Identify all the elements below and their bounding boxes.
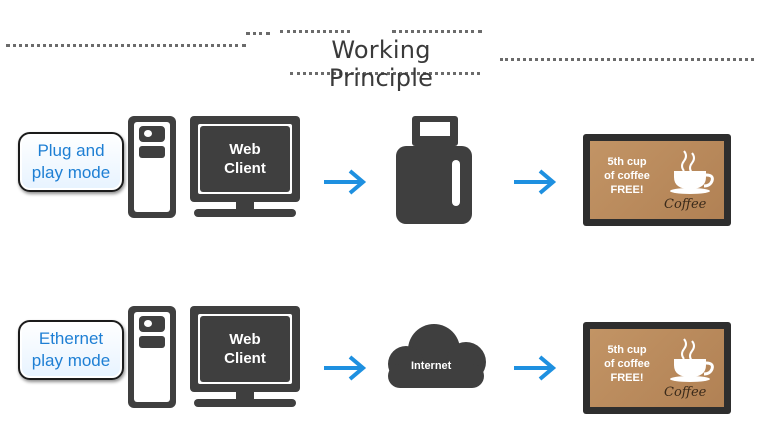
arrow-right-icon: [514, 169, 557, 195]
mode-label-text: Ethernet play mode: [31, 329, 111, 370]
arrow-right-icon: [514, 355, 557, 381]
brand-text: Coffee: [664, 197, 707, 212]
mode-label-text: Plug and play mode: [31, 141, 111, 182]
monitor-base: [194, 209, 296, 217]
coffee-cup-icon: [670, 338, 714, 382]
monitor-stand: [236, 392, 254, 400]
header-dotted-line-top-right: [392, 30, 482, 33]
coffee-ad: 5th cup of coffee FREE! Coffee: [590, 141, 724, 219]
pc-tower-icon: [128, 306, 176, 408]
pc-tower-icon: [128, 116, 176, 218]
web-client-label: Web Client: [224, 331, 266, 367]
header-dotted-line-left: [6, 44, 246, 47]
arrow-right-icon: [324, 169, 367, 195]
coffee-cup-icon: [670, 150, 714, 194]
monitor-icon: Web Client: [190, 306, 300, 392]
promo-text: 5th cup of coffee FREE!: [604, 156, 650, 196]
header-dotted-line-left-riser: [246, 32, 270, 35]
header-dotted-line-bottom: [290, 72, 480, 75]
brand-text: Coffee: [664, 385, 707, 400]
header-dotted-line-right: [500, 58, 754, 61]
internet-label: Internet: [411, 360, 452, 372]
page-title: Working Principle: [328, 36, 434, 92]
web-client-label: Web Client: [224, 141, 266, 177]
monitor-icon: Web Client: [190, 116, 300, 202]
cloud-icon: [388, 324, 486, 388]
monitor-base: [194, 399, 296, 407]
signage-display: 5th cup of coffee FREE! Coffee: [583, 322, 731, 414]
header-dotted-line-top: [280, 30, 350, 33]
signage-display: 5th cup of coffee FREE! Coffee: [583, 134, 731, 226]
monitor-stand: [236, 202, 254, 210]
promo-text: 5th cup of coffee FREE!: [604, 344, 650, 384]
coffee-ad: 5th cup of coffee FREE! Coffee: [590, 329, 724, 407]
mode-label-ethernet-play: Ethernet play mode: [18, 320, 124, 380]
mode-label-plug-and-play: Plug and play mode: [18, 132, 124, 192]
arrow-right-icon: [324, 355, 367, 381]
